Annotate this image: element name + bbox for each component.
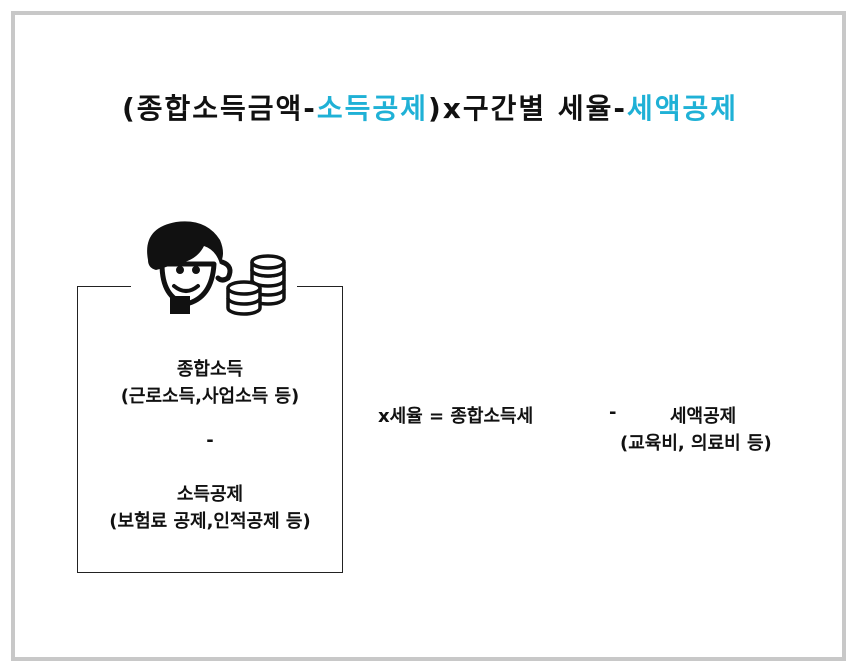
slide-frame (11, 11, 846, 661)
deduction-label: 소득공제 (176, 484, 244, 505)
tax-credit-label: 세액공제 (670, 406, 737, 427)
income-label: 종합소득 (176, 359, 244, 380)
title-part-tax-credit: 세액공제 (627, 92, 739, 125)
tax-rate-result: x세율 = 종합소득세 (378, 406, 534, 427)
title-part-rate: )x구간별 세율- (427, 92, 627, 125)
person-with-coins-illustration (147, 221, 286, 316)
income-examples: (근로소득,사업소득 등) (120, 386, 300, 407)
title-open-paren: ( (121, 92, 137, 125)
title-part-income: 종합소득금액- (136, 92, 317, 125)
title-part-deduction: 소득공제 (316, 92, 428, 125)
coins-icon (226, 254, 286, 316)
person-icon (147, 221, 233, 314)
formula-title: (종합소득금액-소득공제)x구간별 세율-세액공제 (0, 87, 860, 127)
equation-minus-sign: - (609, 402, 617, 423)
tax-credit-examples: (교육비, 의료비 등) (620, 433, 772, 454)
deduction-examples: (보험료 공제,인적공제 등) (109, 511, 311, 532)
box-minus-sign: - (206, 430, 214, 451)
